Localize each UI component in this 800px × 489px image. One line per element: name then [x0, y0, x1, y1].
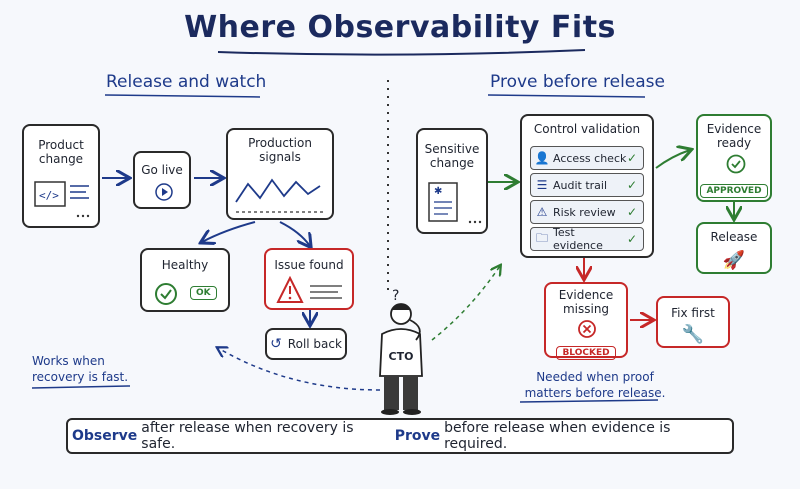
warning-triangle-icon: ⚠ [536, 205, 548, 219]
signal-chart-icon [235, 178, 324, 213]
control-row-risk: ⚠ Risk review ✓ [530, 200, 644, 224]
left-section-heading: Release and watch [106, 72, 267, 92]
check-icon: ✓ [627, 178, 638, 192]
right-section-heading: Prove before release [490, 72, 665, 92]
issue-found-box: Issue found [264, 248, 354, 310]
svg-text:✱: ✱ [434, 186, 442, 197]
cto-label: CTO [388, 350, 414, 363]
rocket-icon: 🚀 [722, 250, 746, 271]
x-circle-icon [578, 320, 596, 338]
roll-back-box: ↺ Roll back [265, 328, 347, 360]
production-signals-box: Production signals [226, 128, 334, 220]
production-signals-label: Production signals [248, 136, 312, 165]
cto-figure [379, 303, 423, 415]
issue-found-label: Issue found [274, 258, 344, 272]
control-row-access: 👤 Access check ✓ [530, 146, 644, 170]
product-change-label: Product change [38, 138, 84, 167]
control-label: Test evidence [553, 226, 603, 252]
go-live-box: Go live [133, 151, 191, 209]
check-circle-icon [726, 154, 746, 174]
undo-icon: ↺ [270, 336, 282, 352]
check-icon: ✓ [627, 232, 638, 246]
control-label: Audit trail [553, 178, 608, 192]
evidence-ready-label: Evidence ready [706, 122, 762, 151]
fix-first-label: Fix first [671, 306, 715, 320]
document-icon: ✱ [428, 182, 482, 224]
ok-badge: OK [190, 286, 217, 300]
summary-banner: Observe after release when recovery is s… [66, 418, 734, 454]
sensitive-change-label: Sensitive change [424, 142, 480, 171]
evidence-missing-label: Evidence missing [558, 288, 614, 317]
observe-keyword: Observe [72, 428, 138, 444]
thought-mark: ? [392, 288, 400, 304]
control-row-test: 🗀 Test evidence ✓ [530, 226, 644, 252]
roll-back-label: Roll back [287, 336, 342, 351]
control-validation-label: Control validation [533, 122, 641, 136]
control-label: Risk review [553, 205, 616, 219]
control-validation-box: Control validation 👤 Access check ✓ ☰ Au… [520, 114, 654, 258]
go-live-label: Go live [141, 163, 183, 177]
approved-badge: APPROVED [700, 184, 768, 198]
folder-icon: 🗀 [535, 230, 548, 245]
healthy-label: Healthy [161, 258, 209, 272]
healthy-box: Healthy OK [140, 248, 230, 312]
check-icon: ✓ [627, 205, 638, 219]
prove-keyword: Prove [394, 428, 441, 444]
wrench-icon: 🔧 [681, 324, 705, 345]
play-icon [155, 183, 173, 201]
left-note: Works when recovery is fast. [32, 354, 129, 384]
user-icon: 👤 [534, 151, 550, 165]
code-doc-icon: </> [34, 181, 90, 218]
evidence-missing-box: Evidence missing BLOCKED [544, 282, 628, 360]
fix-first-box: Fix first 🔧 [656, 296, 730, 348]
blocked-badge: BLOCKED [556, 346, 616, 360]
prove-text: before release when evidence is required… [444, 420, 671, 452]
product-change-box: Product change </> [22, 124, 100, 228]
list-icon: ☰ [536, 178, 548, 192]
release-box: Release 🚀 [696, 222, 772, 274]
evidence-ready-box: Evidence ready APPROVED [696, 114, 772, 202]
svg-text:</>: </> [39, 189, 59, 202]
warning-icon [276, 276, 342, 303]
page-title: Where Observability Fits [184, 10, 616, 45]
release-label: Release [710, 230, 758, 244]
control-row-audit: ☰ Audit trail ✓ [530, 173, 644, 197]
right-note: Needed when proof matters before release… [524, 370, 666, 400]
sensitive-change-box: Sensitive change ✱ [416, 128, 488, 234]
control-label: Access check [553, 151, 627, 165]
observe-text: after release when recovery is safe. [141, 420, 354, 452]
check-icon: ✓ [627, 151, 638, 165]
check-circle-icon [155, 283, 177, 305]
